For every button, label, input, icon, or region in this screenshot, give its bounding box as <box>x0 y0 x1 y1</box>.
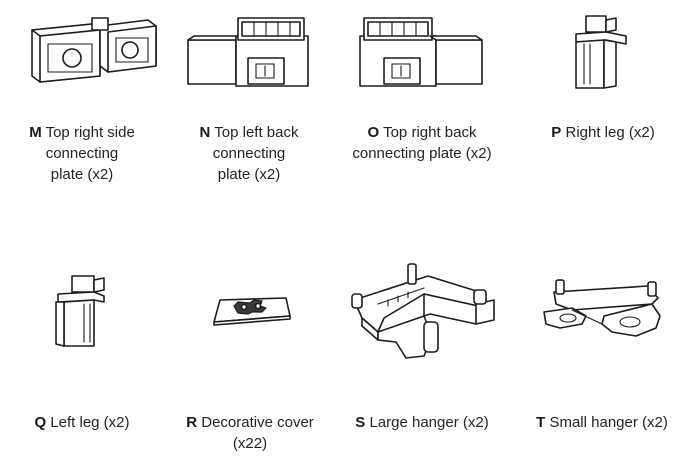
part-letter: P <box>551 124 562 141</box>
part-label: Left leg (x2) <box>50 414 130 431</box>
part-letter: N <box>199 124 211 141</box>
small-hanger-icon <box>542 276 664 342</box>
part-label: Top right side <box>45 124 135 141</box>
right-back-connecting-plate-icon <box>358 16 486 90</box>
part-label: Top left back <box>214 124 299 141</box>
part-caption: N Top left back connecting plate (x2) <box>176 122 322 185</box>
part-letter: Q <box>34 414 47 431</box>
part-label: Large hanger (x2) <box>369 414 489 431</box>
part-caption: T Small hanger (x2) <box>522 412 682 433</box>
part-label: (x22) <box>232 435 268 452</box>
part-label: Top right back <box>383 124 477 141</box>
left-back-connecting-plate-icon <box>186 16 312 90</box>
side-connecting-plate-icon <box>30 16 160 88</box>
part-label: Right leg (x2) <box>565 124 655 141</box>
left-leg-icon <box>54 274 110 348</box>
part-label: Small hanger (x2) <box>549 414 668 431</box>
large-hanger-icon <box>348 260 496 360</box>
part-caption: S Large hanger (x2) <box>336 412 508 433</box>
part-label: plate (x2) <box>217 166 281 183</box>
part-label: connecting <box>45 145 119 162</box>
right-leg-icon <box>570 14 630 90</box>
part-label: connecting <box>212 145 286 162</box>
decorative-cover-icon <box>210 294 294 328</box>
part-caption: Q Left leg (x2) <box>14 412 150 433</box>
part-letter: M <box>29 124 42 141</box>
part-label: Decorative cover <box>201 414 314 431</box>
part-label: plate (x2) <box>50 166 114 183</box>
part-caption: R Decorative cover (x22) <box>170 412 330 454</box>
part-letter: O <box>367 124 380 141</box>
part-caption: P Right leg (x2) <box>538 122 668 143</box>
part-label: connecting plate (x2) <box>352 145 492 162</box>
part-caption: M Top right side connecting plate (x2) <box>12 122 152 185</box>
part-letter: S <box>355 414 366 431</box>
part-letter: R <box>186 414 198 431</box>
part-letter: T <box>536 414 546 431</box>
part-caption: O Top right back connecting plate (x2) <box>334 122 510 164</box>
